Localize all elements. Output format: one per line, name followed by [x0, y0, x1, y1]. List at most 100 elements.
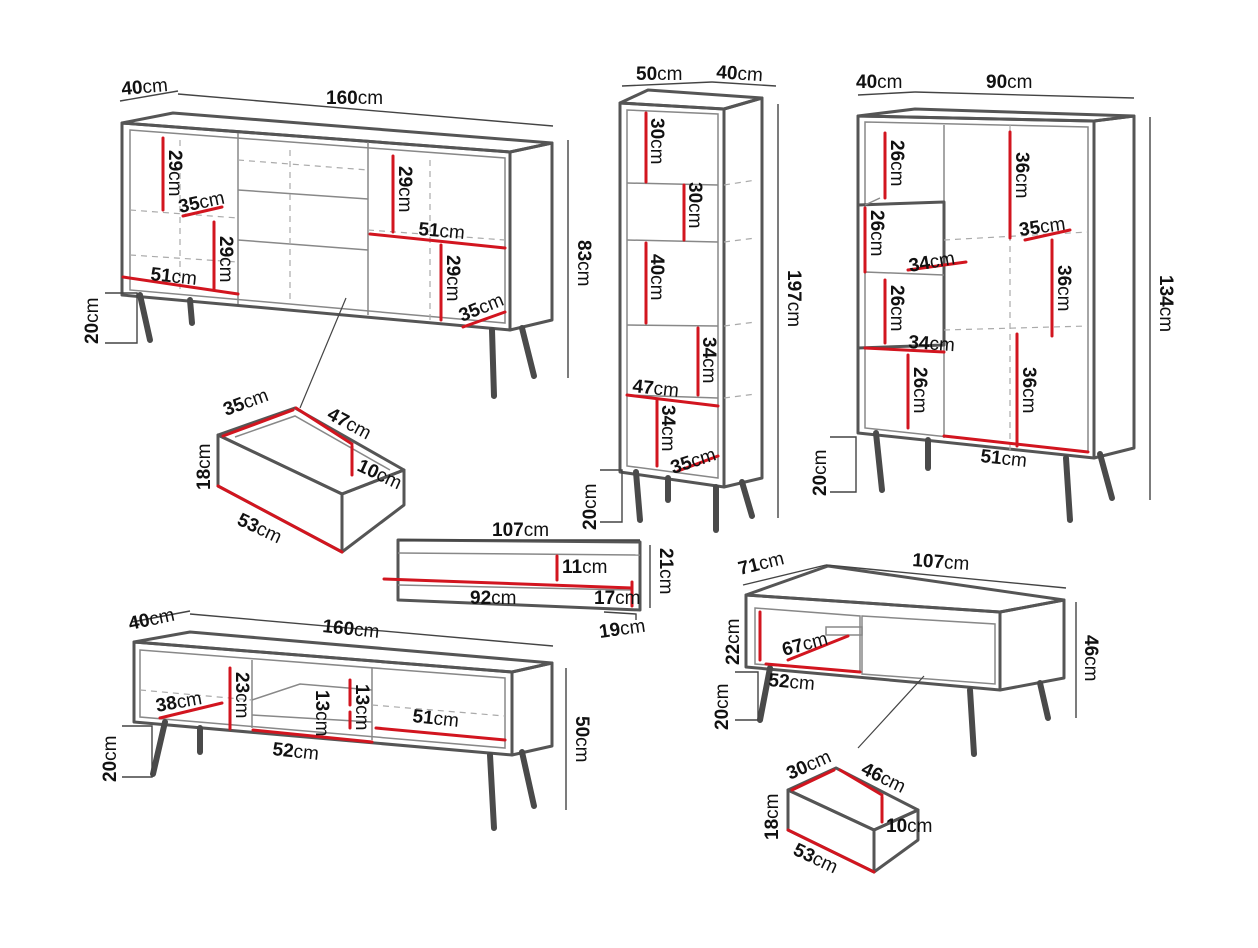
tall-cabinet-legs-label: 20cm [580, 484, 601, 530]
display-cabinet-depth-dim [857, 91, 916, 96]
sideboard-width-label: 160cm [326, 88, 383, 109]
tv-stand-width-dim [189, 613, 554, 647]
coffee-table-depth-label: 71cm [736, 548, 786, 580]
sideboard-side [508, 141, 554, 332]
coffee-table-drawer-front [861, 615, 996, 685]
tv-stand-inner-depth-label: 38cm [154, 688, 203, 717]
display-cabinet-right-1-label: 36cm [1011, 152, 1032, 198]
wall-shelf-inner-depth-label: 17cm [594, 588, 640, 609]
tv-stand-leg-4 [519, 749, 537, 809]
tv-stand-width-label: 160cm [321, 616, 380, 643]
sideboard-inner-left-label: 51cm [149, 264, 197, 290]
tv-stand-legs-label: 20cm [100, 736, 121, 782]
sideboard-leg-2 [187, 297, 195, 326]
coffee-table-drawer-length-label: 53cm [790, 839, 841, 878]
display-cabinet-inner-2-label: 34cm [908, 332, 956, 356]
tall-cabinet-shelf-5-label: 34cm [657, 405, 678, 451]
display-cabinet-depth-label: 40cm [856, 72, 902, 93]
sideboard-hidden-edges [129, 140, 506, 320]
coffee-table-drawer-leader [857, 675, 925, 749]
tv-stand-red-5 [251, 728, 374, 744]
display-cabinet-inner-width-label: 51cm [979, 446, 1027, 472]
sideboard-drawer-red-1 [221, 408, 295, 438]
tall-cabinet-shelf-1-label: 30cm [646, 118, 667, 164]
tv-stand-side [510, 661, 554, 757]
tall-cabinet-depth-label: 40cm [716, 62, 764, 86]
sideboard-shelf-right-label: 29cm [442, 255, 463, 301]
tv-stand-shelf-h-mid-a-label: 13cm [311, 690, 332, 736]
coffee-table-width-label: 107cm [912, 550, 970, 575]
coffee-table-inner-height-label: 22cm [723, 619, 744, 665]
coffee-table-drawer: 30cm 46cm 18cm 10cm 53cm [762, 746, 932, 878]
coffee-table-legs-label: 20cm [712, 684, 733, 730]
sideboard-shelf-mid-left-label: 29cm [215, 236, 236, 282]
sideboard-drawer-length-label: 53cm [234, 509, 285, 548]
sideboard-leg-3 [489, 327, 497, 399]
tv-stand-red-2 [158, 701, 224, 720]
coffee-table-height-label: 46cm [1080, 635, 1101, 681]
tv-stand-inner [139, 649, 506, 749]
tv-stand-leg-3 [487, 752, 497, 831]
coffee-table-depth-dim [742, 564, 827, 586]
sideboard-front-inner [129, 129, 506, 324]
display-cabinet-red-4 [1023, 228, 1072, 242]
sideboard-drawer-depth-label: 35cm [221, 385, 272, 421]
display-cabinet-right-2-label: 36cm [1053, 265, 1074, 311]
wall-shelf-top-edge [397, 552, 641, 556]
sideboard-shelf-left-label: 29cm [164, 150, 185, 196]
sideboard-red-6 [368, 232, 507, 250]
display-cabinet-red-8 [863, 346, 946, 354]
sideboard-depth-dim [119, 90, 179, 102]
display-cabinet-red-5 [906, 260, 968, 272]
sideboard-drawer-height-label: 18cm [194, 444, 215, 490]
display-cabinet: 40cm 90cm 134cm 20cm 26cm 36cm 26cm 35cm… [810, 72, 1176, 523]
tall-cabinet-inner [626, 109, 719, 479]
tall-cabinet-leg-1 [633, 469, 643, 523]
sideboard-depth-label: 40cm [121, 75, 169, 100]
display-cabinet-leg-3 [1063, 455, 1073, 523]
display-cabinet-side [1092, 114, 1136, 460]
display-cabinet-left-4-label: 26cm [909, 367, 930, 413]
wall-shelf-inner-width-label: 92cm [470, 588, 516, 609]
display-cabinet-right-3-label: 36cm [1018, 367, 1039, 413]
tv-stand-shelf [251, 683, 373, 723]
coffee-table-drawer-height-label: 18cm [762, 794, 783, 840]
sideboard-drawer-line-2 [237, 239, 369, 251]
tall-cabinet-side [722, 96, 764, 489]
tall-cabinet-height-label: 197cm [783, 270, 804, 327]
sideboard-drawer-side [340, 468, 406, 554]
tall-cabinet-inner-width-label: 47cm [631, 376, 679, 402]
sideboard-drawer-red-4 [216, 484, 344, 554]
sideboard-drawer-line-1 [237, 189, 369, 200]
display-cabinet-left-3-label: 26cm [886, 285, 907, 331]
wall-shelf-width-label: 107cm [492, 520, 549, 541]
coffee-table-drawer-red-2 [838, 768, 884, 797]
sideboard-legs-label: 20cm [82, 298, 103, 344]
coffee-table-inner-depth-label: 52cm [768, 670, 816, 695]
tall-cabinet-legs-dim [600, 469, 623, 523]
tall-cabinet-shelf-2-label: 30cm [684, 182, 705, 228]
sideboard-drawer-leader [299, 297, 347, 409]
tall-cabinet-shelf-4-label: 34cm [698, 337, 719, 383]
sideboard-inner-right-label: 51cm [418, 219, 466, 244]
display-cabinet-leg-1 [873, 430, 885, 493]
display-cabinet-height-label: 134cm [1155, 275, 1176, 332]
coffee-table-drawer-red-4 [786, 828, 876, 874]
coffee-table-side [998, 598, 1066, 692]
display-cabinet-leg-4 [1097, 451, 1115, 501]
tv-stand-depth-dim [131, 610, 191, 623]
tall-cabinet: 50cm 40cm 197cm 20cm 30cm 30cm 40cm 34cm… [580, 62, 804, 533]
display-cabinet-left-2-label: 26cm [866, 210, 887, 256]
coffee-table-leg-1 [757, 665, 773, 723]
sideboard-drawer: 35cm 47cm 18cm 10cm 53cm [194, 385, 406, 554]
coffee-table-handle [825, 626, 863, 636]
sideboard-height-label: 83cm [573, 240, 594, 286]
tv-stand-shelf-h-mid-b-label: 13cm [351, 684, 372, 730]
tv-stand-legs-dim [122, 725, 153, 778]
display-cabinet-shelves [864, 197, 945, 276]
tv-stand: 40cm 160cm 50cm 20cm 38cm 23cm 13cm 13cm… [100, 605, 592, 831]
coffee-table-drawer-side [872, 808, 920, 874]
tv-stand-inner-width-left-label: 52cm [271, 739, 319, 765]
sideboard-shelf-mid-right-label: 29cm [394, 166, 415, 212]
